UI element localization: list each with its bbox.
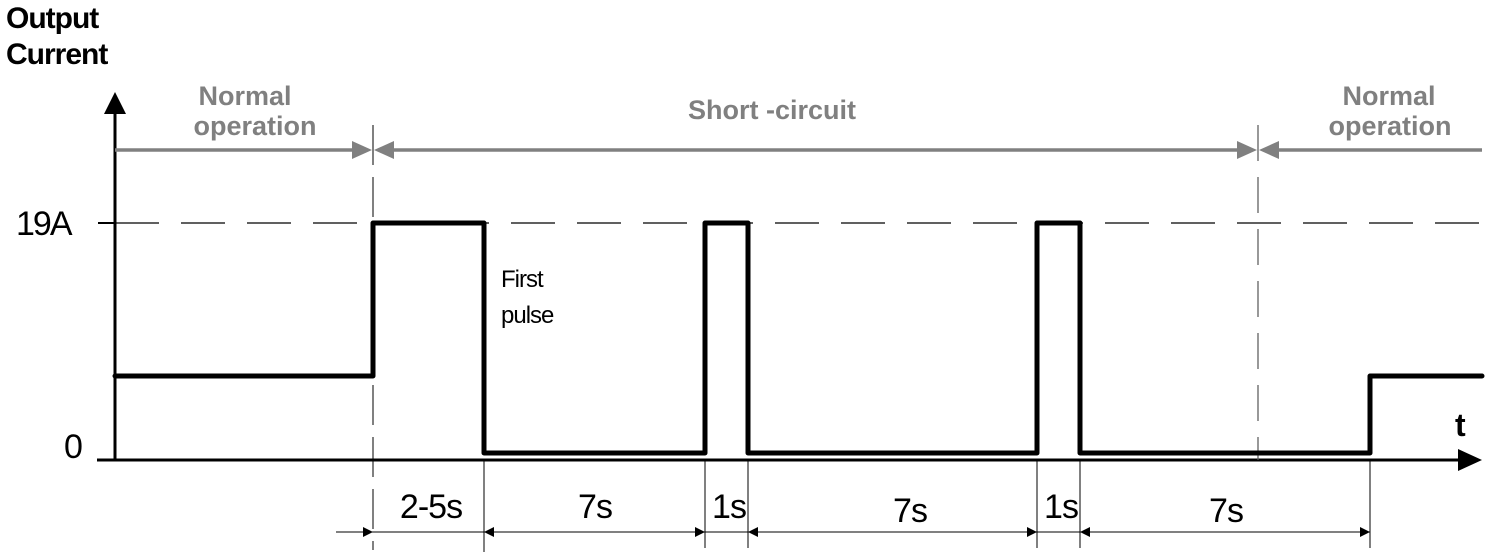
phase-label-normal-2-line1: Normal [1342, 81, 1435, 111]
tick-label-19a: 19A [16, 205, 73, 243]
duration-label-off-2: 7s [893, 492, 927, 530]
first-pulse-label-line1: First [501, 266, 544, 293]
y-axis-label-line1: Output [6, 2, 99, 35]
duration-label-off-1: 7s [578, 488, 612, 526]
duration-label-off-3: 7s [1209, 492, 1243, 530]
duration-label-on-2: 1s [1044, 488, 1078, 526]
y-axis-label-line2: Current [6, 38, 108, 71]
phase-arrows [115, 141, 1482, 159]
phase-label-normal-2-line2: operation [1328, 111, 1451, 141]
output-current-waveform [112, 220, 1485, 456]
duration-label-on-1: 1s [712, 488, 746, 526]
tick-label-0: 0 [64, 428, 82, 466]
phase-label-normal-1-line2: operation [193, 111, 316, 141]
x-axis-arrow-icon [1458, 449, 1482, 471]
y-axis-arrow-icon [104, 92, 126, 114]
duration-label-first-pulse: 2-5s [400, 488, 462, 526]
x-axis-label: t [1455, 407, 1466, 443]
phase-label-normal-1-line1: Normal [198, 81, 291, 111]
phase-label-short-circuit: Short -circuit [688, 95, 856, 125]
first-pulse-label-line2: pulse [501, 302, 554, 329]
